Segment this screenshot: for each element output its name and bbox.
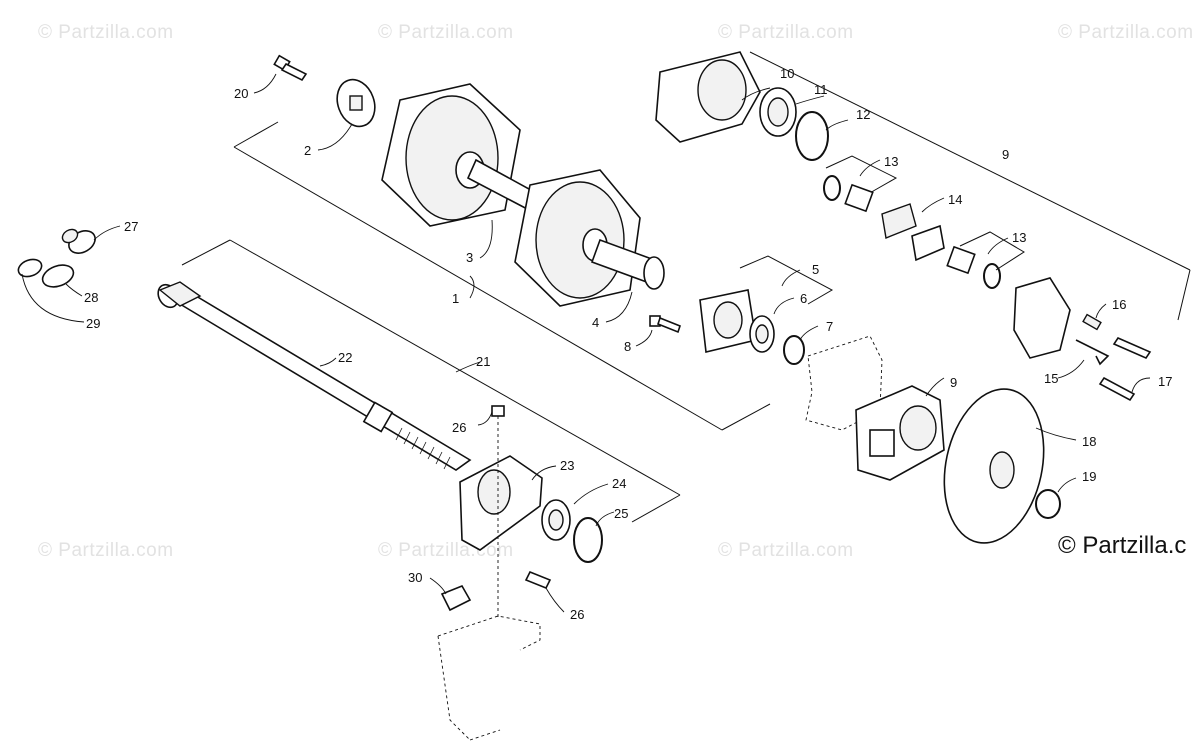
ring-19 [1035,489,1061,519]
brake-disc-18 [943,388,1045,544]
callout-12: 12 [856,107,870,122]
bracket-21 [181,239,231,266]
bracket-1-end [721,403,771,431]
callout-21: 21 [476,354,490,369]
callout-26-upper: 26 [452,420,466,435]
frame-section [437,615,541,741]
callout-9-lower: 9 [950,375,957,390]
callout-20: 20 [234,86,248,101]
callout-10: 10 [780,66,794,81]
callout-3: 3 [466,250,473,265]
copyright-notice: © Partzilla.c [1058,532,1187,559]
callout-25: 25 [614,506,628,521]
callout-2: 2 [304,143,311,158]
callout-4: 4 [592,315,599,330]
callout-27: 27 [124,219,138,234]
bracket-13a [825,155,898,195]
caliper-10 [655,51,761,143]
bracket-5 [739,255,834,305]
shaft-22 [157,281,472,471]
caliper-half [1013,277,1071,359]
bolt-26-lower [524,570,552,590]
callout-11: 11 [814,82,828,97]
callout-13-lower: 13 [1012,230,1026,245]
callout-15: 15 [1044,371,1058,386]
bushing-13b [946,245,1001,289]
callout-5: 5 [812,262,819,277]
ring-12 [795,111,829,161]
brake-pad-14 [881,203,945,262]
watermark: © Partzilla.com [1058,22,1194,43]
seal-2 [336,78,376,128]
clamp-29 [17,258,43,278]
bracket-21-line [229,239,681,496]
clip-30 [440,584,472,612]
seal-6 [749,315,775,353]
callout-28: 28 [84,290,98,305]
callout-labels: 1 2 3 4 5 6 7 8 9 9 10 11 12 13 13 14 15… [84,66,1172,622]
callout-8: 8 [624,339,631,354]
flange-plate-5 [699,289,757,353]
callout-18: 18 [1082,434,1096,449]
bracket-1-line [233,146,723,431]
ring-25 [573,517,603,563]
callout-13-upper: 13 [884,154,898,169]
callout-16: 16 [1112,297,1126,312]
callout-23: 23 [560,458,574,473]
watermark: © Partzilla.com [718,540,854,561]
watermark: © Partzilla.com [38,540,174,561]
coupler-27 [61,228,96,254]
bracket-9 [749,51,1191,271]
ring-7 [783,335,805,365]
bearing-24 [541,499,571,541]
callout-24: 24 [612,476,626,491]
callout-1: 1 [452,291,459,306]
leader-lines [21,73,1151,613]
clamp-28 [41,264,75,288]
callout-14: 14 [948,192,962,207]
caliper-9-lower [855,385,945,481]
bracket-1 [233,121,279,148]
callout-22: 22 [338,350,352,365]
bolt-20 [273,54,308,82]
watermark: © Partzilla.com [38,22,174,43]
bearing-housing-23 [459,455,543,551]
bracket-13b [959,231,1025,271]
watermark: © Partzilla.com [718,22,854,43]
callout-19: 19 [1082,469,1096,484]
callout-26-lower: 26 [570,607,584,622]
bracket-9-drop [1177,269,1191,321]
bolt-17 [1098,336,1152,402]
bearing-11 [759,87,797,137]
bolt-26-upper [491,405,505,620]
callout-6: 6 [800,291,807,306]
bracket-21-end [631,494,681,523]
clip-15 [1075,339,1110,366]
bolt-8 [649,315,681,334]
callout-29: 29 [86,316,100,331]
pin-16 [1082,313,1102,331]
drive-sprocket-3 [381,83,665,307]
callout-30: 30 [408,570,422,585]
bushing-13a [823,175,874,213]
watermark: © Partzilla.com [378,22,514,43]
callout-17: 17 [1158,374,1172,389]
callout-9-upper: 9 [1002,147,1009,162]
callout-7: 7 [826,319,833,334]
